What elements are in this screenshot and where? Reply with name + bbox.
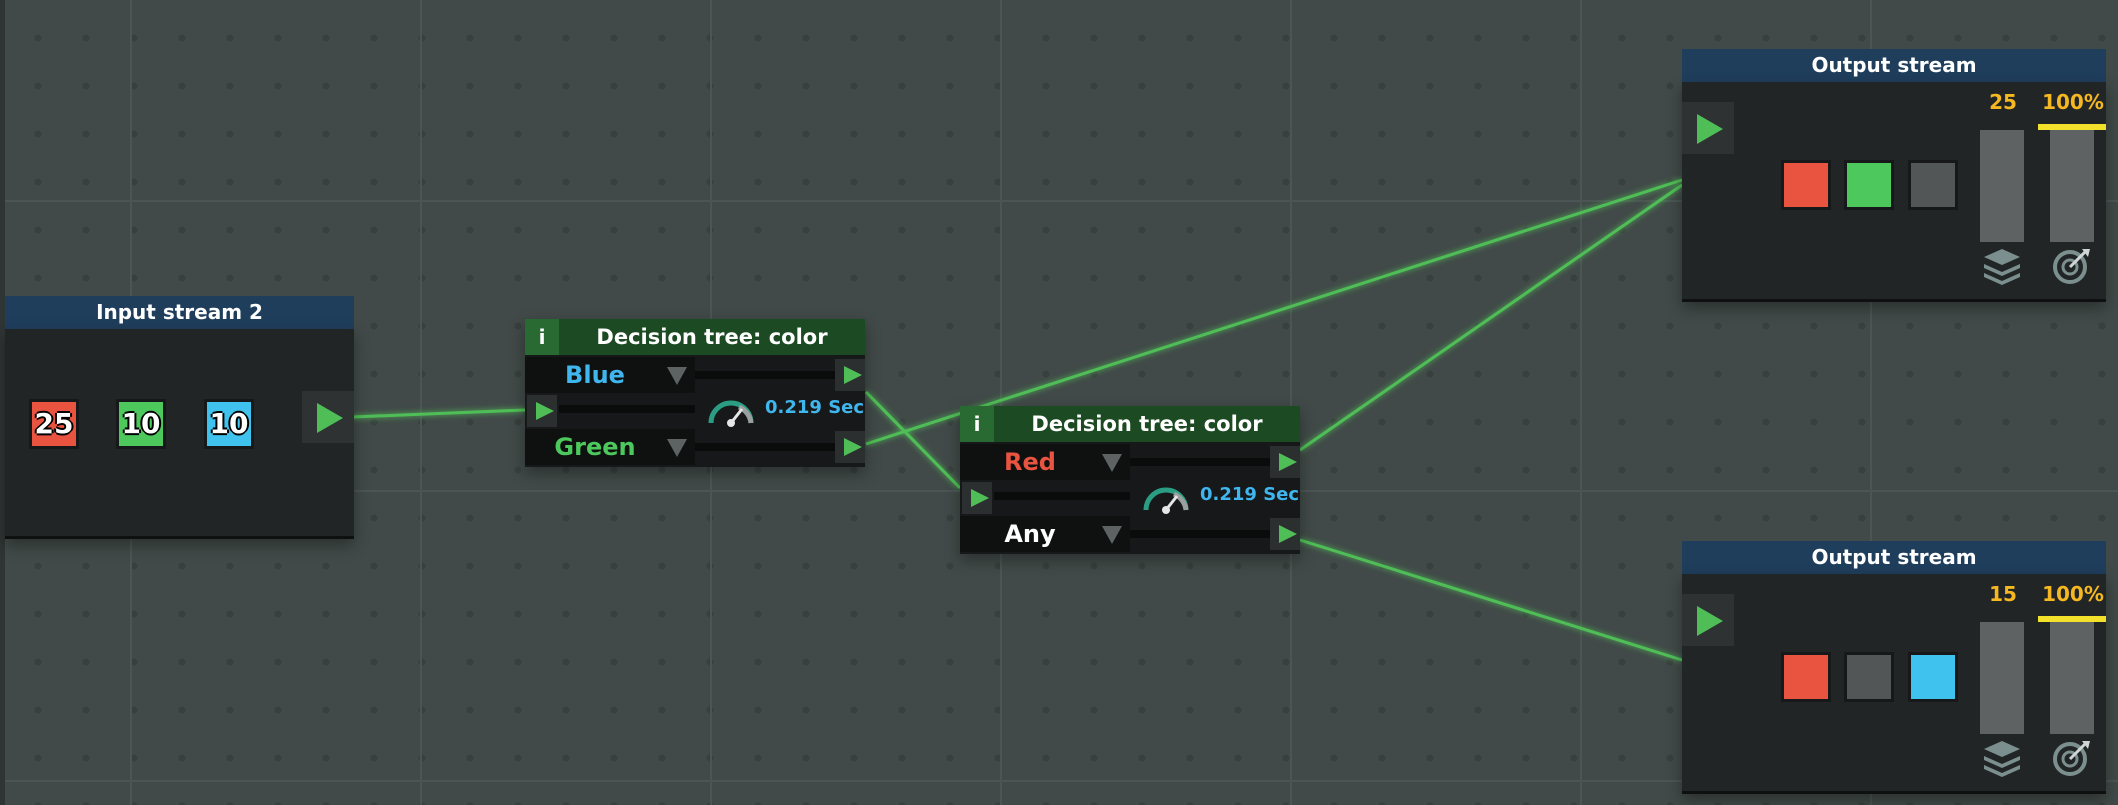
target-progress-cap (2038, 124, 2106, 130)
info-button[interactable]: i (960, 406, 994, 442)
input-stream-title: Input stream 2 (5, 296, 354, 329)
input-chip-blue: 10 (204, 399, 254, 449)
count-meter (1980, 622, 2024, 734)
output-stream-body: 15 100% (1682, 574, 2106, 794)
target-icon (2053, 249, 2090, 284)
color-select-top[interactable]: Red (960, 444, 1130, 480)
output-stream-title: Output stream (1682, 49, 2106, 82)
decision-tree-node-1[interactable]: i Decision tree: color Blue 0.219 Sec Gr… (525, 319, 865, 467)
output-port-bottom[interactable] (1270, 518, 1300, 550)
divider-bar (1130, 458, 1270, 466)
chevron-down-icon (667, 439, 687, 457)
item-count: 25 (1989, 90, 2017, 114)
decision-tree-title: Decision tree: color (1031, 412, 1263, 436)
color-select-bottom[interactable]: Any (960, 516, 1130, 552)
info-button[interactable]: i (525, 319, 559, 355)
processing-speed: 0.219 Sec (765, 397, 865, 418)
target-icon (2053, 741, 2090, 776)
count-meter (1980, 130, 2024, 242)
decision-tree-node-2[interactable]: i Decision tree: color Red 0.219 Sec Any (960, 406, 1300, 554)
color-select-top[interactable]: Blue (525, 357, 695, 393)
divider-bar (994, 492, 1130, 500)
output-port-top[interactable] (1270, 446, 1300, 478)
input-chip-green: 10 (116, 399, 166, 449)
chevron-down-icon (1102, 526, 1122, 544)
accepted-color-empty (1908, 160, 1958, 210)
input-port[interactable] (962, 482, 992, 514)
canvas-edge (0, 0, 5, 805)
output-port-top[interactable] (835, 359, 865, 391)
input-chip-red: 25 (29, 399, 79, 449)
color-select-bottom[interactable]: Green (525, 429, 695, 465)
decision-tree-header (960, 406, 1300, 442)
output-stream-title: Output stream (1682, 541, 2106, 574)
input-stream-body: 25 10 10 (5, 329, 354, 539)
chevron-down-icon (667, 367, 687, 385)
decision-tree-title: Decision tree: color (596, 325, 828, 349)
color-select-top-label: Red (1004, 448, 1056, 476)
wire-dt2-any-to-out2 (1299, 538, 1683, 662)
decision-tree-header (525, 319, 865, 355)
output-port-bottom[interactable] (835, 431, 865, 463)
input-port[interactable] (527, 395, 557, 427)
wire-dt1-green-to-out1 (865, 178, 1683, 446)
speedometer-icon (708, 400, 754, 427)
wire-dt1-blue-to-dt2 (864, 390, 962, 490)
accepted-color-red (1781, 652, 1831, 702)
chevron-down-icon (1102, 454, 1122, 472)
wire-dt2-red-to-out1 (1299, 183, 1683, 452)
target-percent: 100% (2042, 90, 2104, 114)
divider-bar (559, 405, 695, 413)
output-input-port[interactable] (1682, 102, 1734, 154)
output-stream-node-2[interactable]: Output stream 15 100% (1682, 541, 2106, 794)
wire-input-to-dt1 (351, 408, 526, 419)
output-stream-node-1[interactable]: Output stream 25 100% (1682, 49, 2106, 302)
output-stream-body: 25 100% (1682, 82, 2106, 302)
target-percent: 100% (2042, 582, 2104, 606)
output-input-port[interactable] (1682, 594, 1734, 646)
processing-speed: 0.219 Sec (1200, 484, 1300, 505)
input-stream-node[interactable]: Input stream 2 25 10 10 (5, 296, 354, 539)
layers-icon (1984, 741, 2020, 777)
speedometer-icon (1143, 487, 1189, 514)
color-select-top-label: Blue (565, 361, 625, 389)
input-output-port[interactable] (302, 391, 354, 443)
item-count: 15 (1989, 582, 2017, 606)
layers-icon (1984, 249, 2020, 285)
target-meter (2050, 130, 2094, 242)
color-select-bottom-label: Any (1004, 520, 1056, 548)
accepted-color-green (1844, 160, 1894, 210)
accepted-color-empty (1844, 652, 1894, 702)
divider-bar (1130, 530, 1270, 538)
divider-bar (695, 371, 835, 379)
accepted-color-blue (1908, 652, 1958, 702)
divider-bar (695, 443, 835, 451)
target-meter (2050, 622, 2094, 734)
color-select-bottom-label: Green (554, 433, 636, 461)
accepted-color-red (1781, 160, 1831, 210)
target-progress-cap (2038, 616, 2106, 622)
